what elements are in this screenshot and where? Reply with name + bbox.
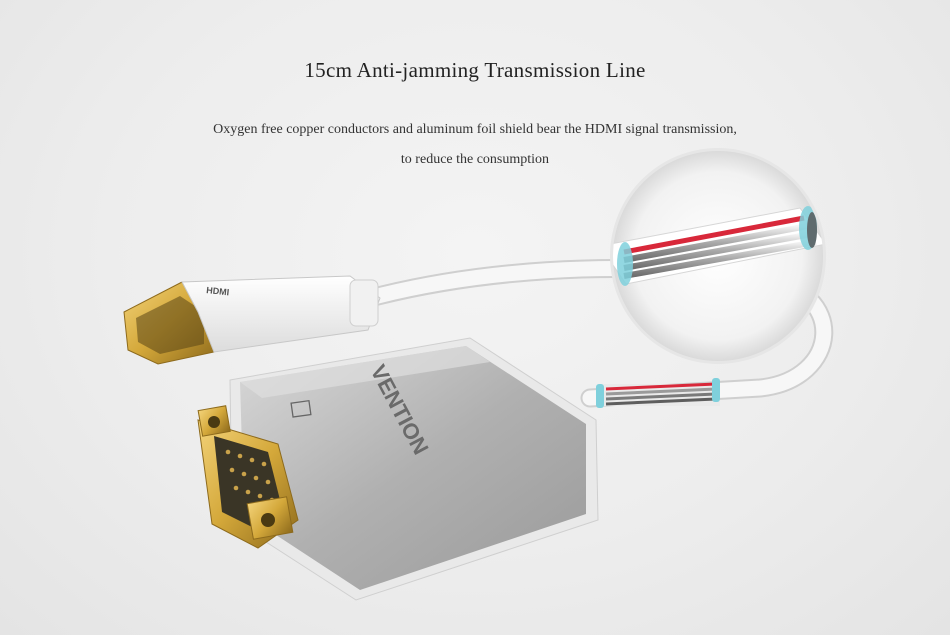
display-icon (290, 399, 312, 418)
exposed-wires (596, 378, 720, 408)
description-line-1: Oxygen free copper conductors and alumin… (213, 122, 737, 137)
magnifier-lens (610, 148, 826, 364)
hdmi-plug-mark: HDMI (206, 285, 230, 297)
vga-connector (197, 405, 299, 549)
hdmi-plug: HDMI (123, 275, 381, 365)
vga-adapter: VENTION (229, 337, 599, 601)
description-line-2: to reduce the consumption (400, 152, 550, 167)
headline: 15cm Anti-jamming Transmission Line (304, 58, 646, 82)
